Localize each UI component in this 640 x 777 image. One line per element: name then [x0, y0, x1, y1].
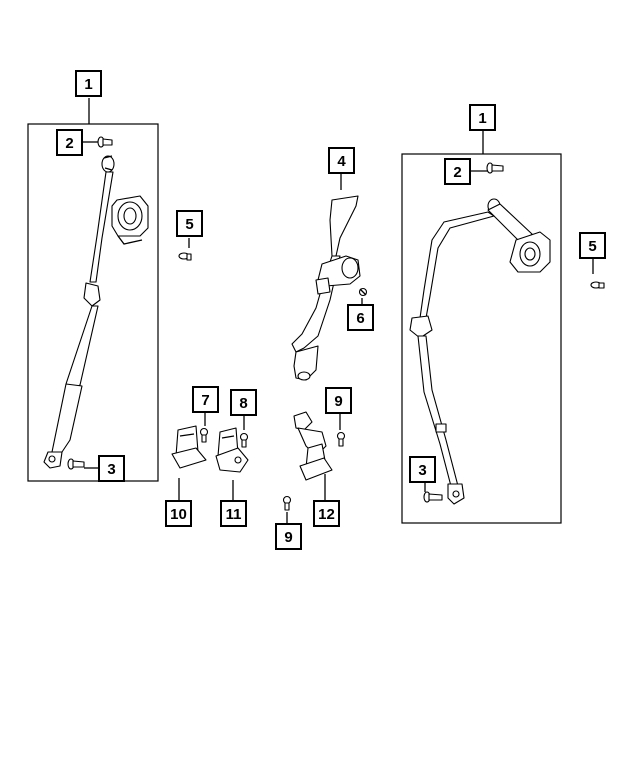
callout-9: 9: [325, 387, 352, 414]
callout-2: 2: [56, 129, 83, 156]
callout-5-right: 5: [579, 232, 606, 259]
callout-label: 2: [65, 135, 73, 152]
callout-3-right: 3: [409, 456, 436, 483]
callout-4: 4: [328, 147, 355, 174]
callout-3: 3: [98, 455, 125, 482]
bolt-icon: [486, 162, 504, 174]
callout-label: 8: [239, 395, 247, 412]
left-assembly-frame: [27, 123, 159, 482]
callout-12: 12: [313, 500, 340, 527]
callout-5: 5: [176, 210, 203, 237]
bolt-icon: [178, 252, 192, 261]
buckle-assembly-10: [171, 425, 207, 469]
left-seat-belt-assembly: [43, 155, 149, 469]
callout-label: 11: [226, 506, 242, 523]
callout-6: 6: [347, 304, 374, 331]
nut-icon: [358, 287, 368, 297]
callout-label: 6: [356, 310, 364, 327]
right-seat-belt-assembly: [409, 198, 551, 505]
callout-8: 8: [230, 389, 257, 416]
callout-label: 1: [84, 76, 92, 93]
callout-11: 11: [220, 500, 247, 527]
callout-1: 1: [75, 70, 102, 97]
callout-7: 7: [192, 386, 219, 413]
bolt-icon: [423, 491, 443, 503]
callout-label: 7: [201, 392, 209, 409]
bolt-icon: [67, 458, 85, 470]
bolt-icon: [282, 495, 292, 511]
bolt-icon: [199, 427, 209, 443]
bolt-icon: [590, 281, 605, 289]
callout-label: 9: [334, 393, 342, 410]
callout-label: 10: [170, 506, 187, 523]
bolt-icon: [239, 432, 249, 448]
callout-label: 5: [588, 238, 596, 255]
callout-2-right: 2: [444, 158, 471, 185]
callout-1-right: 1: [469, 104, 496, 131]
leader-lines: [82, 98, 594, 524]
callout-10: 10: [165, 500, 192, 527]
buckle-assembly-12: [293, 411, 333, 481]
callout-label: 12: [318, 506, 335, 523]
right-assembly-frame: [401, 153, 562, 524]
callout-label: 3: [107, 461, 115, 478]
callout-label: 2: [453, 164, 461, 181]
buckle-assembly-11: [215, 427, 249, 473]
center-seat-belt-assembly: [291, 195, 361, 381]
callout-label: 3: [418, 462, 426, 479]
bolt-icon: [97, 136, 113, 148]
bolt-icon: [336, 431, 346, 447]
callout-label: 1: [478, 110, 486, 127]
callout-9-lower: 9: [275, 523, 302, 550]
callout-label: 9: [284, 529, 292, 546]
callout-label: 5: [185, 216, 193, 233]
callout-label: 4: [337, 153, 346, 170]
